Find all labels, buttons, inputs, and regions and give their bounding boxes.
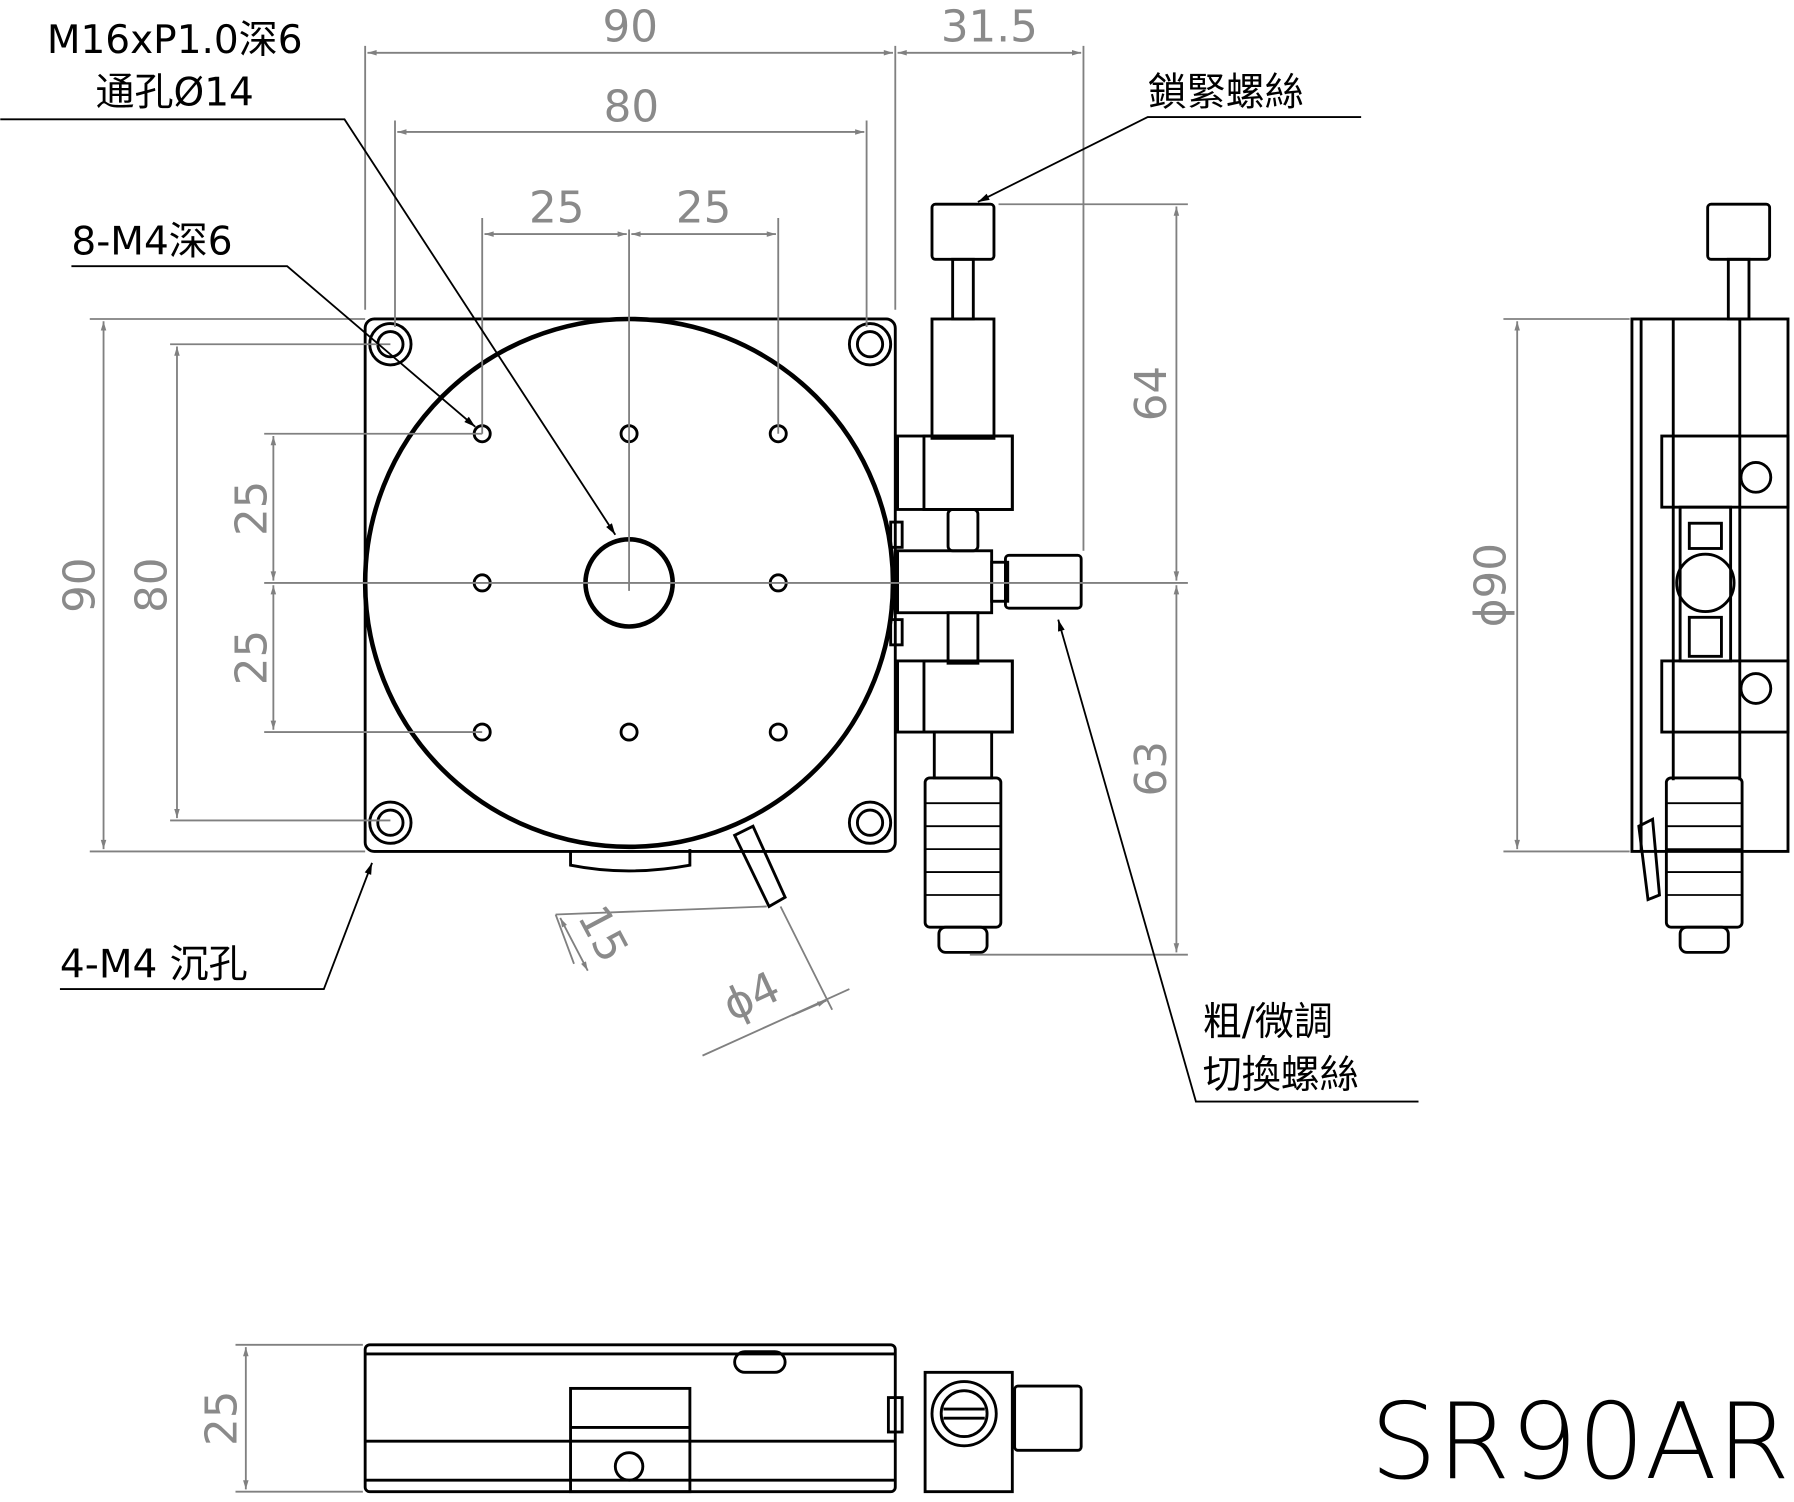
label-lock-screw: 鎖緊螺絲 (1148, 71, 1304, 116)
dim-side-dia: ϕ90 (1467, 543, 1517, 627)
dim-pitch-y1: 25 (227, 481, 277, 536)
dim-height-90: 90 (55, 557, 105, 612)
side-view: ϕ90 (1467, 202, 1790, 954)
model-title: SR90AR (1370, 1380, 1790, 1502)
dim-width-90: 90 (602, 2, 657, 52)
dim-pitch-y2: 25 (227, 630, 277, 685)
counterbore-holes (368, 322, 893, 845)
dim-pitch-x1: 25 (529, 184, 584, 234)
dim-width-80: 80 (604, 83, 659, 133)
dim-thickness-25: 25 (198, 1390, 248, 1445)
label-switch-line1: 粗/微調 (1203, 1000, 1333, 1045)
dim-offset-31-5: 31.5 (941, 2, 1038, 52)
plan-view: 90 31.5 80 25 25 90 80 25 25 64 63 15 ϕ4… (0, 2, 1419, 1103)
label-top-holes: 8-M4深6 (71, 220, 232, 265)
dim-lever-15: 15 (567, 898, 637, 970)
label-center-thread: M16xP1.0深6 (47, 18, 303, 63)
label-through-hole: 通孔Ø14 (96, 71, 254, 116)
micrometer (889, 202, 1083, 954)
front-view: 25 (198, 1343, 1083, 1494)
dim-pitch-x2: 25 (676, 184, 731, 234)
tapped-holes (472, 424, 788, 742)
dim-upper-64: 64 (1127, 366, 1177, 421)
dim-height-80: 80 (128, 557, 178, 612)
dim-lower-63: 63 (1127, 741, 1177, 796)
label-switch-line2: 切換螺絲 (1203, 1053, 1359, 1098)
label-counterbore: 4-M4 沉孔 (60, 943, 248, 988)
